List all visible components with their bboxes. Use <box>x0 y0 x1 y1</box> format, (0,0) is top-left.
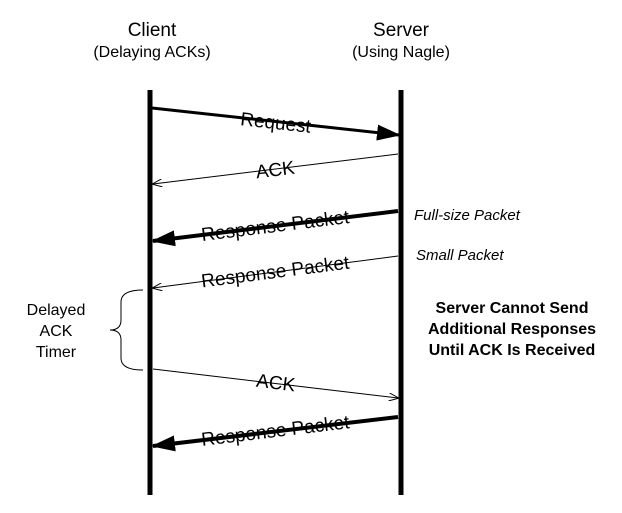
timer-brace <box>109 289 144 371</box>
server-note-line-3: Until ACK Is Received <box>429 342 596 359</box>
client-title: Client <box>128 20 177 41</box>
response-label-2: Response Packet <box>200 253 351 293</box>
request-label: Request <box>239 109 312 138</box>
small-packet-note: Small Packet <box>416 247 504 264</box>
full-size-packet-note: Full-size Packet <box>414 207 521 224</box>
server-note-line-1: Server Cannot Send <box>436 300 589 317</box>
timer-label-line-1: Delayed <box>27 302 86 319</box>
response-label-1: Response Packet <box>200 207 351 246</box>
client-subtitle: (Delaying ACKs) <box>93 44 210 61</box>
ack-label-1: ACK <box>255 158 297 184</box>
response-label-3: Response Packet <box>200 412 351 451</box>
server-note-line-2: Additional Responses <box>428 321 596 338</box>
request-arrow <box>151 106 401 141</box>
timer-label-line-2: ACK <box>40 323 73 340</box>
ack-arrow-1 <box>153 153 399 184</box>
timer-label-line-3: Timer <box>36 344 77 361</box>
response-arrow-2 <box>153 255 399 288</box>
response-arrow-1 <box>151 209 399 247</box>
ack-label-2: ACK <box>255 371 297 397</box>
server-subtitle: (Using Nagle) <box>352 44 450 61</box>
response-arrow-3 <box>151 415 399 452</box>
ack-arrow-2 <box>152 368 398 398</box>
server-title: Server <box>373 20 430 41</box>
